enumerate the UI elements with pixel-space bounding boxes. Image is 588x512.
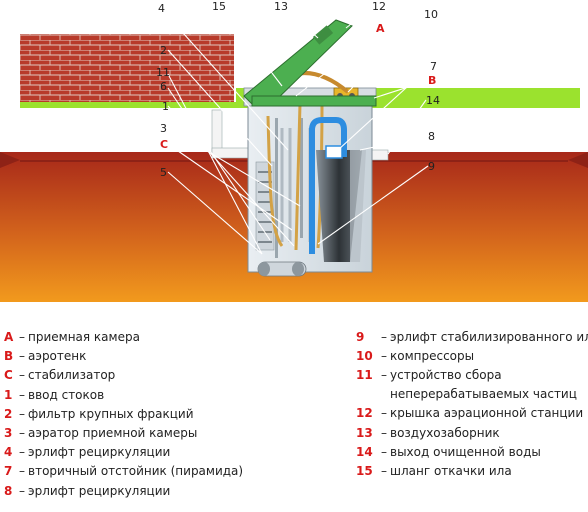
legend-left: А–приемная камера В–аэротенк С–стабилиза… xyxy=(4,328,243,501)
callout-13: 13 xyxy=(274,0,288,13)
legend-key: 11 xyxy=(356,368,373,383)
brick-wall xyxy=(20,34,234,102)
legend-item-14: 14–выход очищенной воды xyxy=(356,443,588,462)
callout-4: 4 xyxy=(158,2,165,15)
legend-item-A: А–приемная камера xyxy=(4,328,243,347)
legend-key: 8 xyxy=(4,483,13,498)
legend-item-C: С–стабилизатор xyxy=(4,366,243,385)
legend-key: 14 xyxy=(356,444,373,459)
legend-key: 4 xyxy=(4,445,13,460)
legend-item-12: 12–крышка аэрационной станции xyxy=(356,404,588,423)
legend-item-13: 13–воздухозаборник xyxy=(356,424,588,443)
legend-right: 9–эрлифт стабилизированного ила 10–компр… xyxy=(356,328,588,481)
callout-5: 5 xyxy=(160,166,167,179)
legend-key: 7 xyxy=(4,464,13,479)
soil-ledge-right xyxy=(568,152,588,168)
legend-item-11: 11–устройство сбора неперерабатываемых ч… xyxy=(356,366,588,404)
legend-text: приемная камера xyxy=(28,330,140,344)
legend-item-7: 7–вторичный отстойник (пирамида) xyxy=(4,462,243,481)
legend-item-15: 15–шланг откачки ила xyxy=(356,462,588,481)
soil-ledge-left xyxy=(0,152,20,168)
callout-15: 15 xyxy=(212,0,226,13)
legend-key: 15 xyxy=(356,463,373,478)
legend-text: эрлифт стабилизированного ила xyxy=(390,330,588,344)
legend-key: 2 xyxy=(4,406,13,421)
callout-6: 6 xyxy=(160,80,167,93)
legend-key: С xyxy=(4,368,13,383)
callout-12: 12 xyxy=(372,0,386,13)
callout-9: 9 xyxy=(428,160,435,173)
legend-key: 3 xyxy=(4,425,13,440)
legend-item-2: 2–фильтр крупных фракций xyxy=(4,405,243,424)
legend-text: шланг откачки ила xyxy=(390,463,512,478)
legend-item-1: 1–ввод стоков xyxy=(4,386,243,405)
legend-key: В xyxy=(4,349,14,364)
legend-item-8: 8–эрлифт рециркуляции xyxy=(4,482,243,501)
legend-key: 13 xyxy=(356,425,373,440)
legend-key: 9 xyxy=(356,330,365,344)
legend-text: вторичный отстойник (пирамида) xyxy=(28,464,244,479)
callout-10: 10 xyxy=(424,8,438,21)
legend-item-B: В–аэротенк xyxy=(4,347,243,366)
legend-key: А xyxy=(4,330,14,344)
callout-8: 8 xyxy=(428,130,435,143)
septic-station-diagram: 4 15 13 12 10 А 2 11 6 7 В 1 14 3 8 С 9 … xyxy=(0,0,588,302)
legend-item-3: 3–аэратор приемной камеры xyxy=(4,424,243,443)
legend-text: стабилизатор xyxy=(28,368,116,383)
legend-text: ввод стоков xyxy=(28,387,105,402)
legend-key: 10 xyxy=(356,349,373,364)
legend-item-10: 10–компрессоры xyxy=(356,347,588,366)
callout-11: 11 xyxy=(156,66,170,79)
legend-text: эрлифт рециркуляции xyxy=(28,445,171,460)
inlet-pipe xyxy=(211,109,223,155)
legend-text: фильтр крупных фракций xyxy=(28,406,194,421)
legend-text: выход очищенной воды xyxy=(390,444,541,459)
legend-key: 12 xyxy=(356,406,373,421)
legend-text: воздухозаборник xyxy=(390,425,500,440)
legend-text: крышка аэрационной станции xyxy=(390,406,584,421)
callout-C: С xyxy=(160,138,168,151)
legend-text: компрессоры xyxy=(390,349,475,364)
legend-item-9: 9–эрлифт стабилизированного ила xyxy=(356,328,588,347)
legend-text: эрлифт рециркуляции xyxy=(28,483,171,498)
legend-text: устройство сбора неперерабатываемых част… xyxy=(390,368,577,402)
legend-item-4: 4–эрлифт рециркуляции xyxy=(4,443,243,462)
callout-labels: 4 15 13 12 10 А 2 11 6 7 В 1 14 3 8 С 9 … xyxy=(156,0,440,179)
legend-text: аэратор приемной камеры xyxy=(28,425,198,440)
callout-7: 7 xyxy=(430,60,437,73)
recirculation-airlift xyxy=(309,117,347,254)
air-intake xyxy=(312,25,334,45)
callout-3: 3 xyxy=(160,122,167,135)
legend-key: 1 xyxy=(4,387,13,402)
callout-A: А xyxy=(376,22,385,35)
callout-B: В xyxy=(428,74,436,87)
callout-14: 14 xyxy=(426,94,440,107)
callout-1: 1 xyxy=(162,100,169,113)
callout-2: 2 xyxy=(160,44,167,57)
legend-text: аэротенк xyxy=(28,349,87,364)
